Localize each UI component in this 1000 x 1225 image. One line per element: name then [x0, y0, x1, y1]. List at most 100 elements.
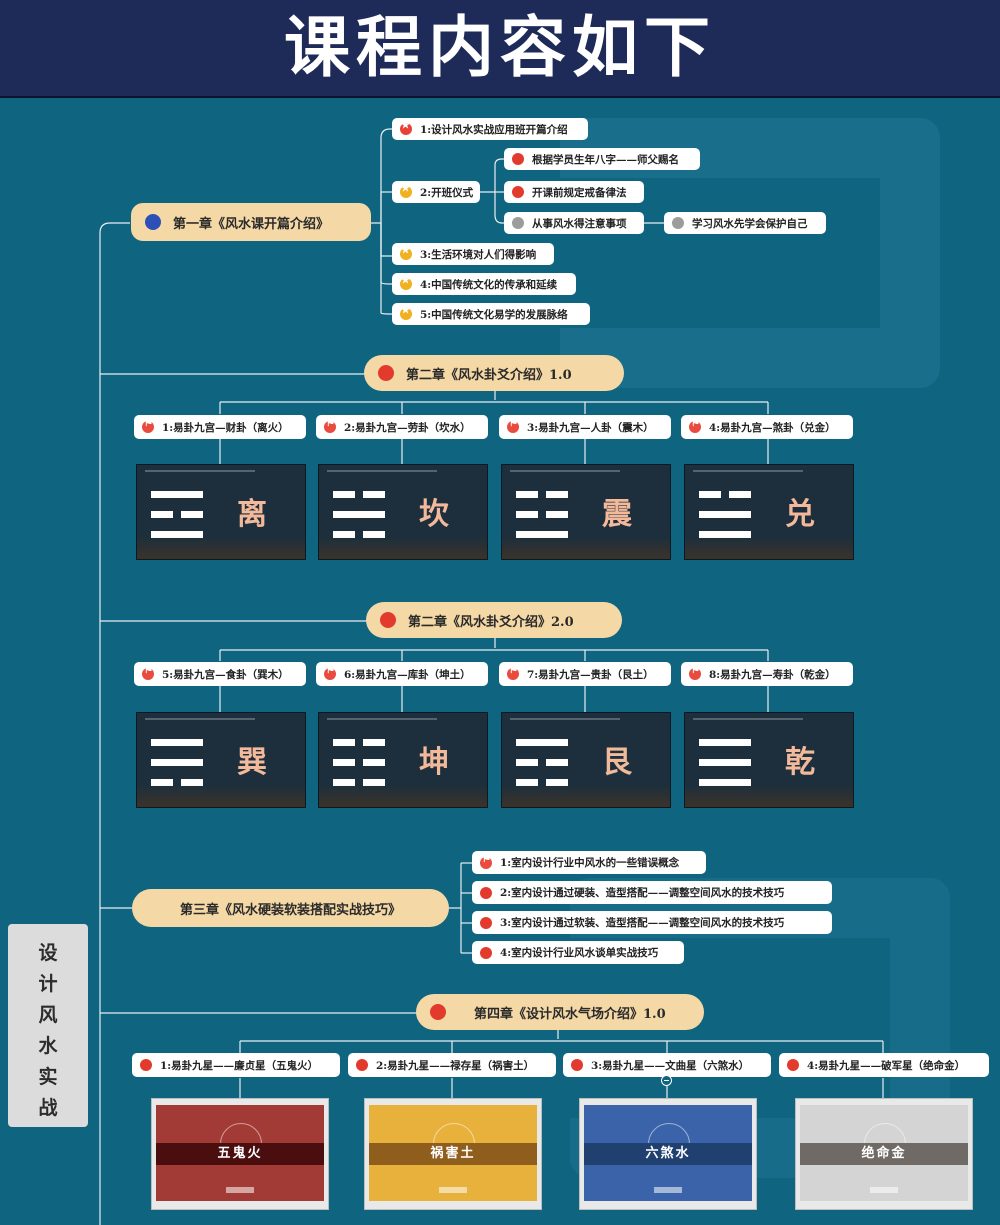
star-icon: [400, 248, 412, 260]
red-dot-icon: [356, 1059, 368, 1071]
chapter-3-label: 第三章《风水硬装软装搭配实战技巧》: [180, 899, 401, 918]
star-card-huohaitu[interactable]: 祸害土: [364, 1098, 542, 1210]
chapter-2a-item-3[interactable]: 3:易卦九宫—人卦（震木）: [499, 415, 671, 439]
logo-mark-icon: [439, 1187, 467, 1193]
chapter-2b-item-2[interactable]: 6:易卦九宫—库卦（坤土）: [316, 662, 488, 686]
trigram-name: 坎: [419, 489, 449, 533]
red-dot-icon: [480, 917, 492, 929]
blue-dot-icon: [145, 214, 161, 230]
trigram-card-gen[interactable]: 艮: [501, 712, 671, 808]
chapter-1-node[interactable]: 第一章《风水课开篇介绍》: [131, 203, 371, 241]
chapter-2a-label: 第二章《风水卦爻介绍》1.0: [406, 364, 572, 383]
red-dot-icon: [480, 887, 492, 899]
star-card-label: 绝命金: [800, 1143, 968, 1165]
flag-icon: [689, 668, 701, 680]
chapter-2b-node[interactable]: 第二章《风水卦爻介绍》2.0: [366, 602, 622, 638]
red-dot-icon: [380, 612, 396, 628]
trigram-xun-icon: [151, 739, 203, 787]
star-card-label: 祸害土: [369, 1143, 537, 1165]
chapter-4-item-2[interactable]: 2:易卦九星——禄存星（祸害土）: [348, 1053, 556, 1077]
trigram-card-li[interactable]: 离: [136, 464, 306, 560]
gray-dot-icon: [512, 217, 524, 229]
ceremony-item-3[interactable]: 从事风水得注意事项: [504, 212, 644, 234]
sidebar-title-panel: 设 计 风 水 实 战: [8, 924, 88, 1127]
trigram-card-dui[interactable]: 兑: [684, 464, 854, 560]
flag-icon: [507, 668, 519, 680]
trigram-name: 兑: [785, 489, 815, 533]
sidebar-vertical-title: 设 计 风 水 实 战: [8, 938, 88, 1124]
chapter-2a-item-1[interactable]: 1:易卦九宫—财卦（离火）: [134, 415, 306, 439]
chapter-2a-item-2[interactable]: 2:易卦九宫—劳卦（坎水）: [316, 415, 488, 439]
trigram-card-qian[interactable]: 乾: [684, 712, 854, 808]
logo-mark-icon: [654, 1187, 682, 1193]
star-card-label: 六煞水: [584, 1143, 752, 1165]
trigram-card-zhen[interactable]: 震: [501, 464, 671, 560]
flag-icon: [689, 421, 701, 433]
star-icon: [400, 278, 412, 290]
chapter-1-item-4[interactable]: 4:中国传统文化的传承和延续: [392, 273, 576, 295]
logo-mark-icon: [870, 1187, 898, 1193]
chapter-1-item-2[interactable]: 2:开班仪式: [392, 181, 480, 203]
star-icon: [400, 308, 412, 320]
ceremony-item-2[interactable]: 开课前规定戒备律法: [504, 181, 644, 203]
trigram-name: 乾: [785, 737, 815, 781]
trigram-dui-icon: [699, 491, 751, 539]
trigram-name: 坤: [419, 737, 449, 781]
red-dot-icon: [378, 365, 394, 381]
trigram-name: 震: [602, 489, 632, 533]
chapter-3-item-3[interactable]: 3:室内设计通过软装、造型搭配——调整空间风水的技术技巧: [472, 911, 832, 934]
star-card-wuguihuo[interactable]: 五鬼火: [151, 1098, 329, 1210]
flag-icon: [507, 421, 519, 433]
trigram-card-kan[interactable]: 坎: [318, 464, 488, 560]
red-dot-icon: [140, 1059, 152, 1071]
star-icon: [400, 123, 412, 135]
chapter-3-node[interactable]: 第三章《风水硬装软装搭配实战技巧》: [132, 889, 449, 927]
chapter-2a-node[interactable]: 第二章《风水卦爻介绍》1.0: [364, 355, 624, 391]
chapter-3-item-2[interactable]: 2:室内设计通过硬装、造型搭配——调整空间风水的技术技巧: [472, 881, 832, 904]
red-dot-icon: [512, 186, 524, 198]
chapter-4-item-3[interactable]: 3:易卦九星——文曲星（六煞水）: [563, 1053, 771, 1077]
flag-icon: [480, 857, 492, 869]
logo-mark-icon: [226, 1187, 254, 1193]
chapter-2a-item-4[interactable]: 4:易卦九宫—煞卦（兑金）: [681, 415, 853, 439]
trigram-kan-icon: [333, 491, 385, 539]
flag-icon: [142, 421, 154, 433]
flag-icon: [324, 668, 336, 680]
chapter-1-item-3[interactable]: 3:生活环境对人们得影响: [392, 243, 554, 265]
red-dot-icon: [480, 947, 492, 959]
flag-icon: [142, 668, 154, 680]
chapter-1-item-1[interactable]: 1:设计风水实战应用班开篇介绍: [392, 118, 588, 140]
trigram-card-kun[interactable]: 坤: [318, 712, 488, 808]
chapter-2b-item-4[interactable]: 8:易卦九宫—寿卦（乾金）: [681, 662, 853, 686]
page-title: 课程内容如下: [0, 0, 1000, 96]
page-header: 课程内容如下: [0, 0, 1000, 98]
star-card-juemingjin[interactable]: 绝命金: [795, 1098, 973, 1210]
chapter-1-label: 第一章《风水课开篇介绍》: [173, 213, 329, 232]
chapter-2b-label: 第二章《风水卦爻介绍》2.0: [408, 611, 574, 630]
chapter-3-item-1[interactable]: 1:室内设计行业中风水的一些错误概念: [472, 851, 706, 874]
mindmap-canvas: 第一章《风水课开篇介绍》 1:设计风水实战应用班开篇介绍 2:开班仪式 根据学员…: [0, 98, 1000, 1225]
red-dot-icon: [430, 1004, 446, 1020]
person-icon: [400, 186, 412, 198]
red-dot-icon: [787, 1059, 799, 1071]
ceremony-item-1[interactable]: 根据学员生年八字——师父赐名: [504, 148, 700, 170]
trigram-card-xun[interactable]: 巽: [136, 712, 306, 808]
chapter-4-node[interactable]: 第四章《设计风水气场介绍》1.0: [416, 994, 704, 1030]
trigram-zhen-icon: [516, 491, 568, 539]
chapter-4-item-1[interactable]: 1:易卦九星——廉贞星（五鬼火）: [132, 1053, 340, 1077]
chapter-1-item-5[interactable]: 5:中国传统文化易学的发展脉络: [392, 303, 590, 325]
chapter-4-item-4[interactable]: 4:易卦九星——破军星（绝命金）: [779, 1053, 989, 1077]
trigram-gen-icon: [516, 739, 568, 787]
flag-icon: [324, 421, 336, 433]
protect-item[interactable]: 学习风水先学会保护自己: [664, 212, 826, 234]
chapter-4-label: 第四章《设计风水气场介绍》1.0: [474, 1003, 666, 1022]
red-dot-icon: [571, 1059, 583, 1071]
chapter-2b-item-3[interactable]: 7:易卦九宫—贵卦（艮土）: [499, 662, 671, 686]
trigram-name: 巽: [237, 737, 267, 781]
trigram-qian-icon: [699, 739, 751, 787]
star-card-liushashui[interactable]: 六煞水: [579, 1098, 757, 1210]
trigram-name: 艮: [602, 737, 632, 781]
collapse-toggle-icon[interactable]: [661, 1075, 672, 1086]
chapter-3-item-4[interactable]: 4:室内设计行业风水谈单实战技巧: [472, 941, 684, 964]
chapter-2b-item-1[interactable]: 5:易卦九宫—食卦（巽木）: [134, 662, 306, 686]
